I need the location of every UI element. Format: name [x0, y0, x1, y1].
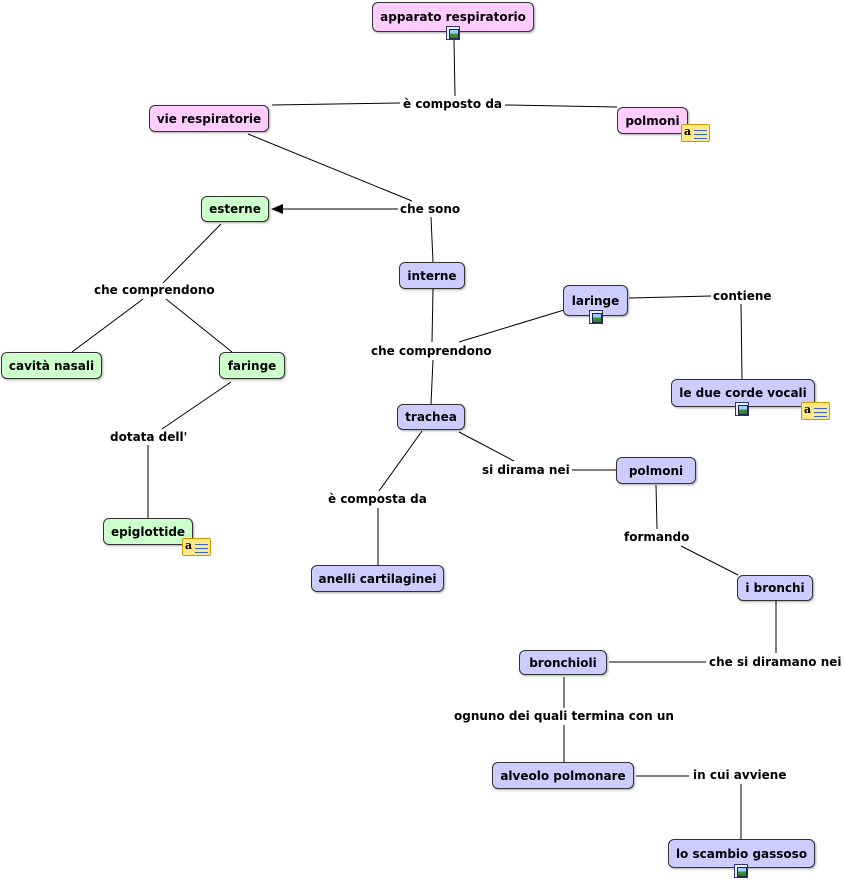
link-si-dirama-nei[interactable]: si dirama nei — [480, 463, 572, 478]
link-che-si-diramano-nei[interactable]: che si diramano nei — [707, 655, 844, 670]
link-contiene[interactable]: contiene — [711, 289, 774, 304]
link-dotata-dell[interactable]: dotata dell' — [108, 430, 190, 445]
image-resource-icon[interactable] — [589, 310, 603, 324]
concept-epiglottide[interactable]: epiglottide — [103, 518, 193, 545]
text-note-icon[interactable]: a — [182, 538, 211, 556]
link-che-comprendono-esterne[interactable]: che comprendono — [92, 283, 217, 298]
link-ognuno-dei-quali-termina-con-un[interactable]: ognuno dei quali termina con un — [452, 709, 676, 724]
image-resource-icon[interactable] — [735, 402, 749, 416]
arrowhead — [271, 204, 283, 214]
concept-cavita-nasali[interactable]: cavità nasali — [1, 352, 102, 379]
link-che-sono[interactable]: che sono — [398, 202, 463, 217]
image-resource-icon[interactable] — [734, 864, 748, 878]
concept-esterne[interactable]: esterne — [201, 196, 269, 222]
link-e-composta-da[interactable]: è composta da — [326, 492, 429, 507]
link-in-cui-avviene[interactable]: in cui avviene — [691, 768, 789, 783]
concept-interne[interactable]: interne — [399, 262, 465, 289]
link-e-composto-da[interactable]: è composto da — [401, 97, 504, 112]
concept-faringe[interactable]: faringe — [219, 352, 285, 379]
concept-bronchioli[interactable]: bronchioli — [519, 650, 607, 675]
concept-polmoni[interactable]: polmoni — [616, 457, 696, 484]
concept-anelli-cartilaginei[interactable]: anelli cartilaginei — [311, 565, 444, 592]
concept-trachea[interactable]: trachea — [397, 404, 465, 430]
concept-lo-scambio-gassoso[interactable]: lo scambio gassoso — [668, 839, 815, 868]
concept-vie-respiratorie[interactable]: vie respiratorie — [149, 105, 269, 132]
concept-i-bronchi[interactable]: i bronchi — [737, 575, 813, 601]
link-formando[interactable]: formando — [622, 530, 692, 545]
text-note-icon[interactable]: a — [801, 402, 830, 420]
concept-polmoni-top[interactable]: polmoni — [617, 107, 688, 134]
image-resource-icon[interactable] — [446, 26, 460, 40]
text-note-icon[interactable]: a — [681, 124, 710, 142]
concept-alveolo-polmonare[interactable]: alveolo polmonare — [492, 762, 634, 789]
link-che-comprendono-interne[interactable]: che comprendono — [369, 344, 494, 359]
